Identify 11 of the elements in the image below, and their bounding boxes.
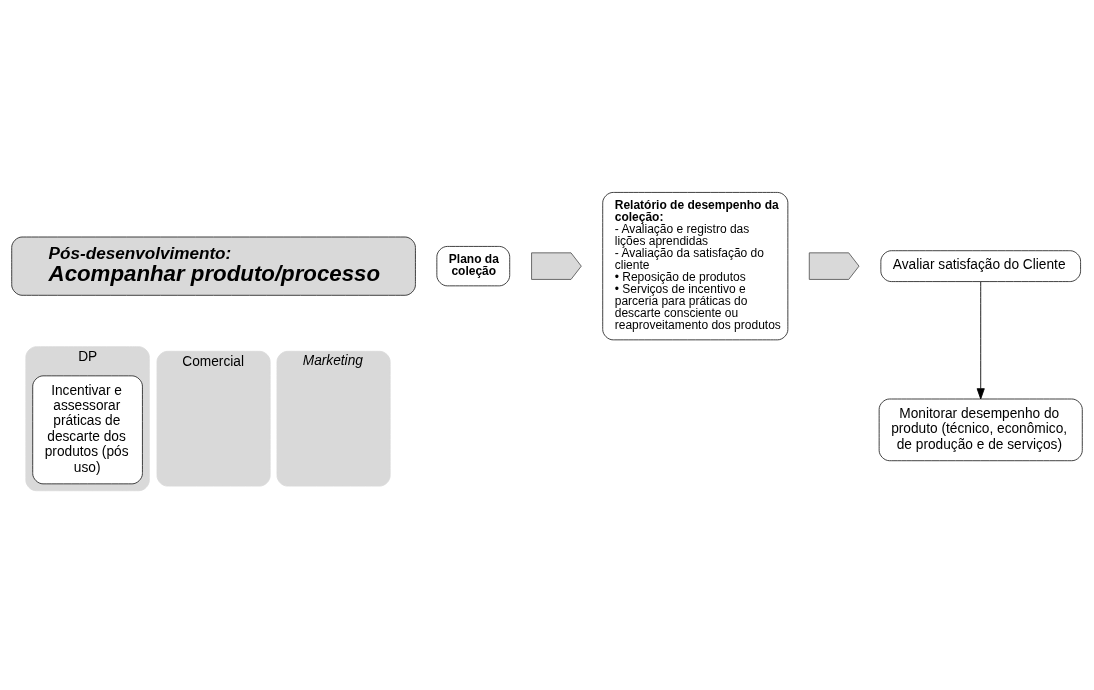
- node-box: Incentivar e assessorar práticas de descarte dos produtos (pós uso): [32, 375, 143, 485]
- node-box: Monitorar desempenho do produto (técnico, econômico, de produção e de serviços): [878, 398, 1083, 462]
- node-chevron: [531, 252, 582, 280]
- node-box: Marketing: [276, 350, 391, 487]
- node-box: Pós-desenvolvimento: Acompanhar produto/processo: [11, 236, 416, 296]
- node-box: Avaliar satisfação do Cliente: [880, 250, 1081, 282]
- node-box: Comercial: [156, 350, 271, 487]
- arrow: [976, 281, 985, 400]
- node-chevron: [808, 252, 860, 280]
- node-box: Plano da coleção: [436, 246, 511, 287]
- node-box: Relatório de desempenho da coleção: - Avaliação e registro das lições aprendidas - Avaliação da satisfação do cliente • Reposição de produtos • Serviços de incentivo e parceria para práticas do descarte consciente ou reaproveitamento dos produtos: [602, 192, 789, 341]
